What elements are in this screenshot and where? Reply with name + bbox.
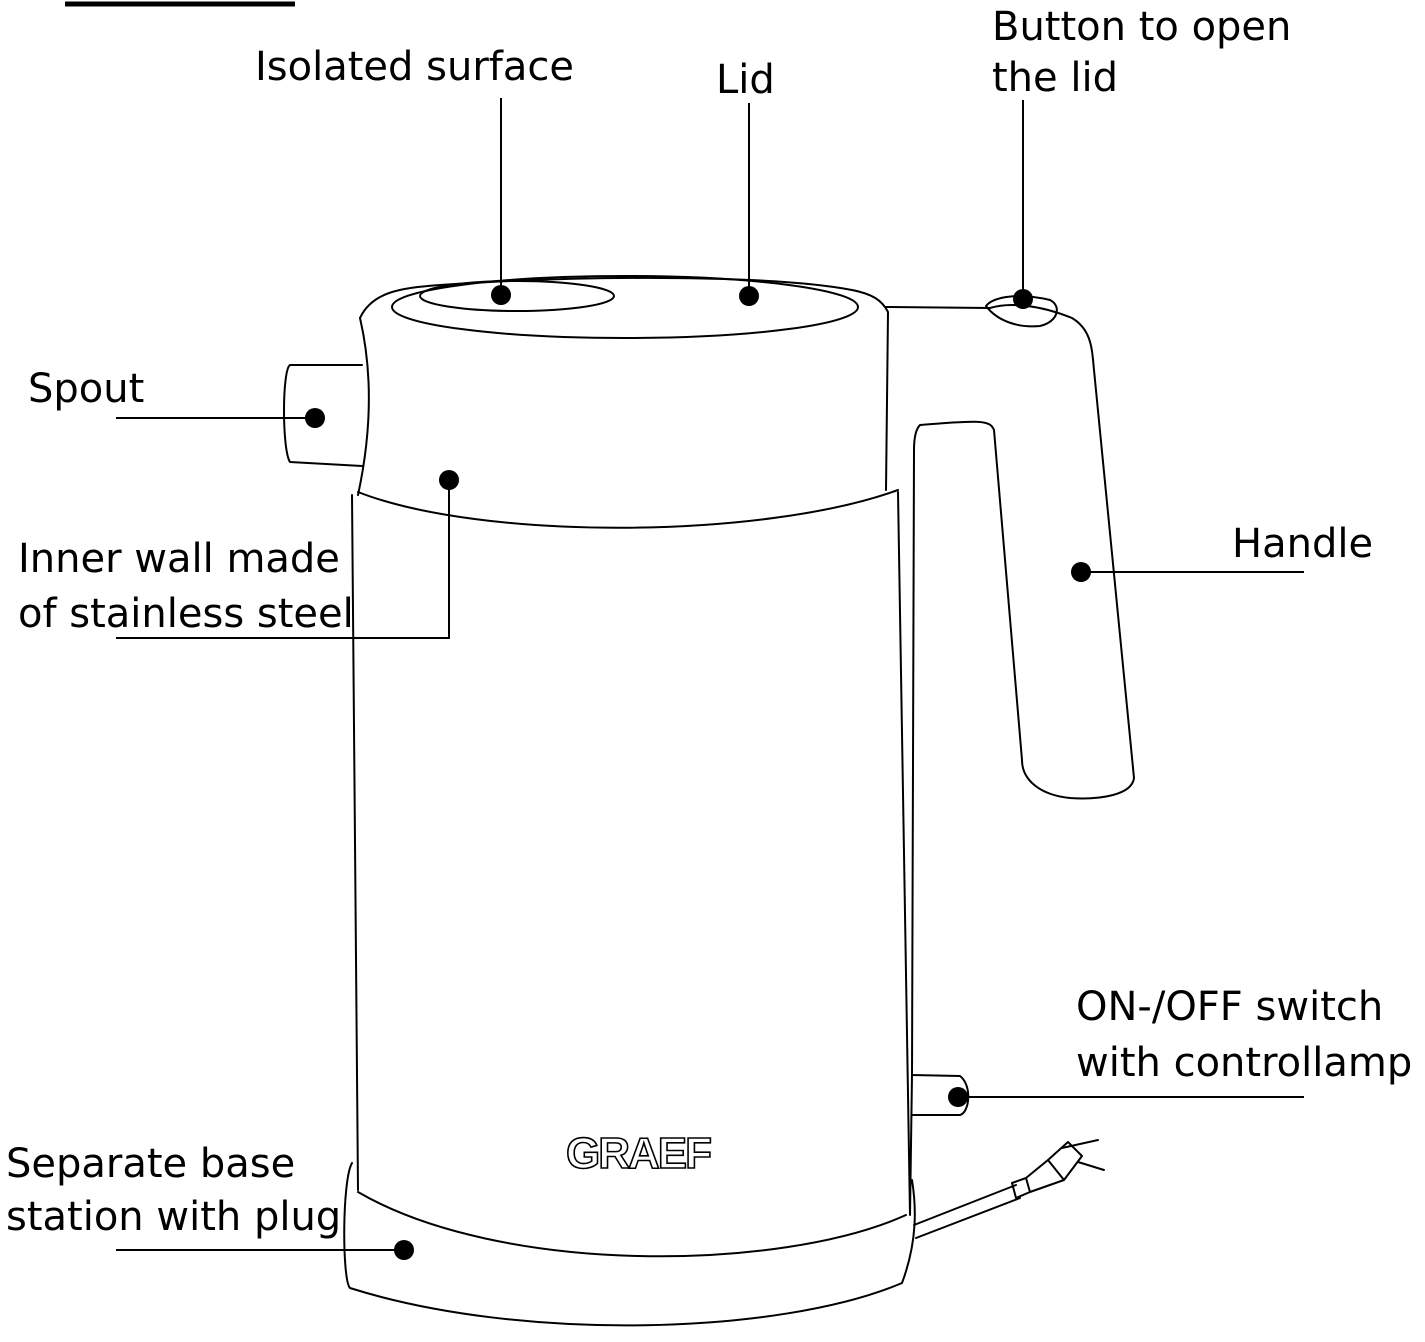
marker-isolated-surface — [491, 285, 511, 305]
callout-switch: ON-/OFF switch with controllamp — [948, 984, 1412, 1107]
marker-base-station — [394, 1240, 414, 1260]
label-spout: Spout — [28, 366, 144, 412]
label-isolated-surface: Isolated surface — [255, 44, 574, 90]
power-cord — [913, 1184, 1017, 1226]
base-station-top-edge — [357, 1191, 907, 1258]
label-switch-line1: ON-/OFF switch — [1076, 984, 1383, 1030]
lid-outline — [391, 275, 859, 339]
leader-inner-wall — [116, 480, 450, 639]
spout-outline — [283, 364, 363, 467]
callout-handle: Handle — [1071, 521, 1373, 582]
kettle-drawing: GRAEF — [283, 275, 1135, 1327]
callout-inner-wall: Inner wall made of stainless steel — [18, 470, 459, 639]
upper-shell-left — [357, 317, 370, 496]
callout-isolated-surface: Isolated surface — [255, 44, 574, 305]
lid-button-outline — [985, 295, 1058, 328]
marker-lid-button — [1013, 289, 1033, 309]
power-plug — [1011, 1139, 1105, 1199]
label-lid-button-line2: the lid — [992, 55, 1118, 101]
label-inner-wall-line1: Inner wall made — [18, 536, 340, 582]
label-base-station-line1: Separate base — [6, 1141, 295, 1187]
label-inner-wall-line2: of stainless steel — [18, 591, 354, 637]
marker-switch — [948, 1087, 968, 1107]
label-lid: Lid — [716, 57, 775, 103]
marker-handle — [1071, 562, 1091, 582]
marker-spout — [305, 408, 325, 428]
callout-spout: Spout — [28, 366, 325, 428]
marker-lid — [739, 286, 759, 306]
upper-shell — [359, 276, 889, 491]
callout-lid-button: Button to open the lid — [992, 4, 1291, 309]
handle-outer — [885, 304, 1135, 1116]
brand-logo: GRAEF — [566, 1129, 711, 1178]
kettle-body — [351, 491, 913, 1216]
label-base-station-line2: station with plug — [6, 1194, 341, 1240]
callout-lid: Lid — [716, 57, 775, 306]
label-switch-line2: with controllamp — [1076, 1040, 1412, 1086]
label-lid-button-line1: Button to open — [992, 4, 1291, 50]
isolated-surface-outline — [419, 280, 615, 312]
base-station-outline — [343, 1162, 916, 1327]
callout-base-station: Separate base station with plug — [6, 1141, 414, 1260]
label-handle: Handle — [1232, 521, 1373, 567]
power-cord-lower — [915, 1197, 1021, 1239]
marker-inner-wall — [439, 470, 459, 490]
body-upper-seam — [357, 489, 899, 529]
